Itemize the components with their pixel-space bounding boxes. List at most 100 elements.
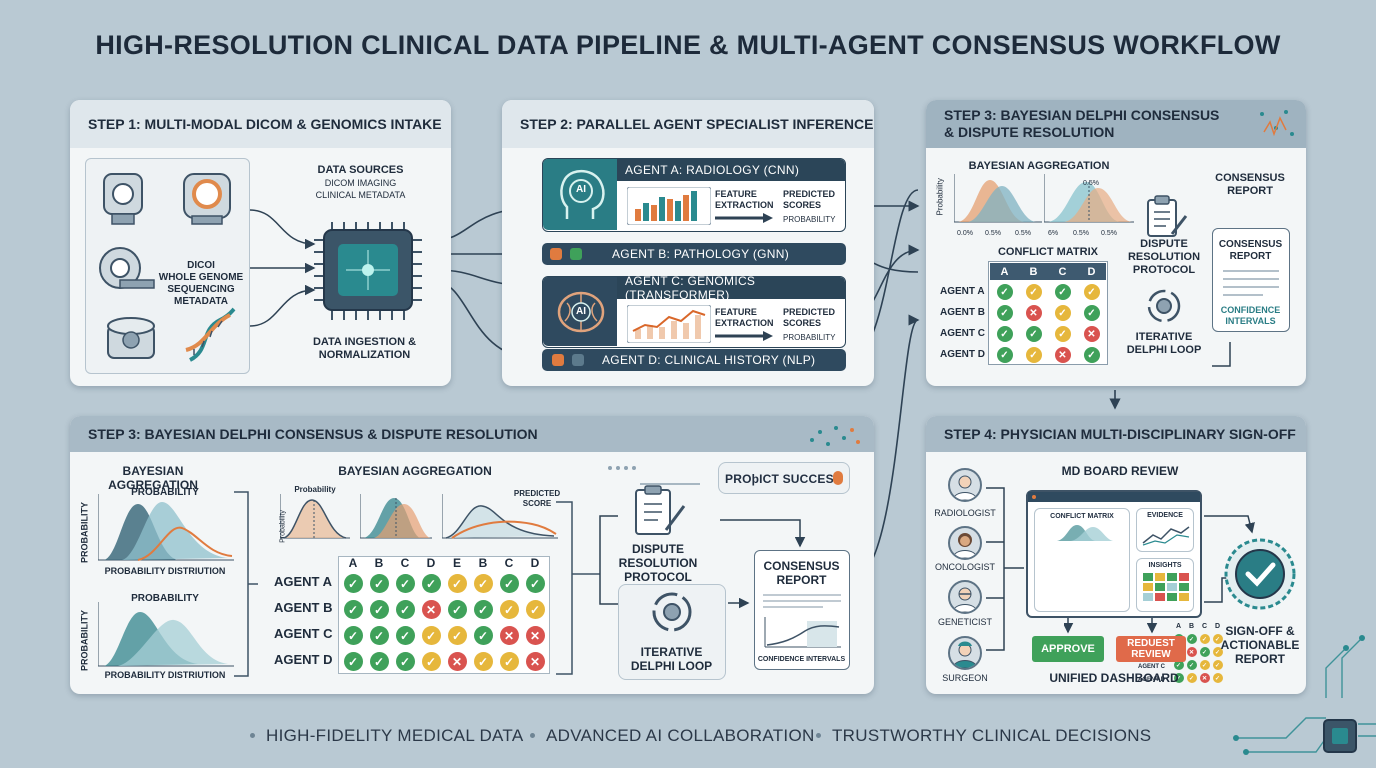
matrix-cell-agree: ✓ bbox=[1083, 305, 1100, 321]
extraction-label-c: EXTRACTION bbox=[715, 318, 774, 328]
peak-label: 0.5% bbox=[1083, 180, 1099, 187]
dispute-bottom-3: PROTOCOL bbox=[624, 570, 692, 584]
matrix-col-header: A bbox=[348, 556, 358, 570]
footer-bullet-3 bbox=[816, 733, 821, 738]
network-decoration-icon bbox=[1260, 110, 1294, 137]
matrix-col-header: B bbox=[1188, 623, 1195, 630]
button-connectors bbox=[1064, 618, 1158, 634]
matrix-cell-conflict: ✕ bbox=[1054, 347, 1071, 363]
matrix-cell-agree: ✓ bbox=[1173, 660, 1184, 670]
matrix-cell-partial: ✓ bbox=[421, 626, 441, 645]
mini-distribution-icon bbox=[1057, 525, 1113, 541]
matrix-col-header: A bbox=[1175, 623, 1182, 630]
distribution-chart-a bbox=[954, 174, 1042, 223]
doctor-female-icon bbox=[952, 533, 978, 558]
distribution-chart-mid-3 bbox=[442, 494, 558, 539]
matrix-col-header: B bbox=[478, 556, 488, 570]
step3-top-header: STEP 3: BAYESIAN DELPHI CONSENSUS & DISP… bbox=[926, 100, 1306, 148]
circuit-chip-decoration bbox=[1233, 635, 1376, 755]
signoff-label-2: ACTIONABLE bbox=[1220, 638, 1300, 652]
insights-card: INSIGHTS bbox=[1136, 558, 1194, 612]
surgeon-icon bbox=[952, 641, 978, 668]
data-sources-label: DATA SOURCES bbox=[317, 164, 404, 176]
cycle-gear-icon bbox=[1147, 289, 1181, 323]
matrix-cell-agree: ✓ bbox=[343, 652, 363, 671]
matrix-cell-partial: ✓ bbox=[447, 626, 467, 645]
geneticist-avatar bbox=[948, 580, 982, 614]
step2-header: STEP 2: PARALLEL AGENT SPECIALIST INFERE… bbox=[502, 100, 874, 148]
step3-bottom-header: STEP 3: BAYESIAN DELPHI CONSENSUS & DISP… bbox=[70, 416, 874, 452]
evidence-label: EVIDENCE bbox=[1147, 512, 1183, 519]
probability-label-1: PROBABILITY bbox=[131, 487, 199, 498]
agent-b-dot-orange bbox=[550, 248, 562, 260]
matrix-cell-agree: ✓ bbox=[996, 284, 1013, 300]
probability-label-a: PROBABILITY bbox=[783, 215, 836, 224]
oncologist-avatar bbox=[948, 526, 982, 560]
dispute-bottom-1: DISPUTE bbox=[631, 542, 684, 556]
dashboard-label: UNIFIED DASHBOARD bbox=[1049, 671, 1179, 685]
loop-arrow bbox=[1212, 342, 1231, 367]
bracket-left bbox=[234, 491, 258, 677]
matrix-row-label: AGENT A bbox=[940, 286, 985, 297]
distribution-chart-mid-2 bbox=[360, 494, 432, 539]
footer-item-2: ADVANCED AI COLLABORATION bbox=[546, 726, 815, 745]
bayesian-label-left: BAYESIAN AGGREGATION bbox=[108, 464, 198, 492]
prob-axis-label: Probability bbox=[935, 178, 945, 216]
matrix-row-label: AGENT D bbox=[940, 349, 985, 360]
matrix-cell-partial: ✓ bbox=[1199, 634, 1210, 644]
request-review-button[interactable]: REDUEST REVIEW bbox=[1116, 636, 1186, 662]
doc-lines-icon bbox=[1223, 270, 1279, 296]
matrix-cell-partial: ✓ bbox=[1083, 284, 1100, 300]
badge-marker bbox=[833, 471, 843, 485]
signoff-label-3: REPORT bbox=[1234, 652, 1285, 666]
doctor-icon bbox=[952, 475, 978, 500]
tick-b-0: 6% bbox=[1047, 230, 1059, 237]
consensus-bottom-1: CONSENSUS bbox=[763, 559, 840, 573]
signoff-seal-icon bbox=[1224, 538, 1296, 610]
evidence-card: EVIDENCE bbox=[1136, 508, 1194, 552]
tick-b-2: 0.5% bbox=[1101, 230, 1117, 237]
matrix-col-header: C bbox=[504, 556, 514, 570]
confidence-label-1: CONFIDENCE bbox=[1220, 305, 1281, 315]
agent-a-card: AGENT A: RADIOLOGY (CNN) AI FEATURE EXTR… bbox=[542, 158, 846, 232]
step4-panel: STEP 4: PHYSICIAN MULTI-DISCIPLINARY SIG… bbox=[926, 416, 1306, 694]
matrix-cell-partial: ✓ bbox=[525, 600, 545, 619]
distribution-chart-left-1 bbox=[98, 494, 234, 561]
tick-a-0: 0.0% bbox=[957, 230, 973, 237]
consensus-report-doc-bottom: CONSENSUS REPORT CONFIDENCE INTERVALS bbox=[754, 550, 850, 670]
footer-bullet-2 bbox=[530, 733, 535, 738]
cycle-gear-icon-bottom bbox=[652, 592, 692, 632]
matrix-cell-partial: ✓ bbox=[473, 652, 493, 671]
prob-dist-label-2: PROBABILITY DISTRIUTION bbox=[104, 670, 226, 680]
agent-b-card: AGENT B: PATHOLOGY (GNN) bbox=[542, 243, 846, 265]
line-chart-icon bbox=[627, 305, 711, 343]
matrix-cell-conflict: ✕ bbox=[499, 626, 519, 645]
role-oncologist: ONCOLOGIST bbox=[934, 562, 995, 572]
predicted-score-label-1: PREDICTED bbox=[513, 489, 561, 498]
distribution-chart-mid-1 bbox=[280, 494, 350, 539]
matrix-cell-agree: ✓ bbox=[343, 600, 363, 619]
product-success-badge: PROþICT SUCCESS bbox=[718, 462, 850, 494]
feature-label-c: FEATURE bbox=[715, 307, 757, 317]
matrix-col-header: B bbox=[1019, 263, 1048, 280]
ct-scanner-icon bbox=[103, 173, 143, 225]
approve-button[interactable]: APPROVE bbox=[1032, 636, 1104, 662]
tick-b-1: 0.5% bbox=[1073, 230, 1089, 237]
matrix-col-header: D bbox=[426, 556, 436, 570]
matrix-cell-partial: ✓ bbox=[421, 652, 441, 671]
matrix-cell-agree: ✓ bbox=[447, 600, 467, 619]
conflict-matrix-bottom bbox=[338, 556, 550, 674]
matrix-row-label: AGENT A bbox=[274, 574, 333, 589]
matrix-cell-agree: ✓ bbox=[473, 600, 493, 619]
prob-dist-label-1: PROBABILITY DISTRIUTION bbox=[104, 566, 226, 576]
ingestion-label-1: DATA INGESTION & bbox=[312, 336, 417, 348]
predicted-label-c: PREDICTED bbox=[783, 307, 836, 317]
arrow-to-report bbox=[728, 597, 750, 609]
step2-panel: STEP 2: PARALLEL AGENT SPECIALIST INFERE… bbox=[502, 100, 874, 386]
agent-d-title: AGENT D: CLINICAL HISTORY (NLP) bbox=[602, 353, 816, 367]
iterative-label-1: ITERATIVE bbox=[1135, 331, 1193, 343]
matrix-cell-partial: ✓ bbox=[1025, 284, 1042, 300]
matrix-cell-agree: ✓ bbox=[499, 574, 519, 593]
consensus-label-1: CONSENSUS bbox=[1215, 172, 1285, 184]
matrix-row-label: AGENT C bbox=[1138, 664, 1165, 670]
